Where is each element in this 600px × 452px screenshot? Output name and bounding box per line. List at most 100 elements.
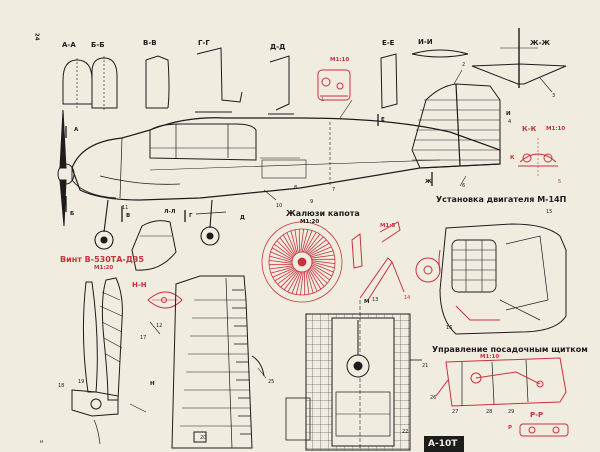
marker-r: Р [508,425,513,431]
louvre-ray [311,254,335,259]
marker-m: М [364,299,370,305]
section-ii [411,49,469,58]
callout-3: 3 [552,93,556,99]
louvre-ray [302,230,313,253]
marker-i: И [506,111,511,117]
callout-26: 26 [430,395,437,401]
louvre-ray [305,271,310,295]
propeller-blade [71,277,123,445]
louvre-ray [308,242,330,256]
caption-flap-control: Управление посадочным щитком [432,345,588,354]
callout-7: 7 [332,187,336,193]
louvre-ray [304,231,317,253]
louvre-ray [274,268,296,282]
footer-code: А-10Т [428,439,458,449]
louvre-ray [310,250,334,258]
callout-5: 5 [558,179,562,185]
section-zh-tail [471,28,567,88]
callout-15: 15 [546,209,553,215]
marker-zh: Ж [425,179,432,185]
callout-9: 9 [310,199,314,205]
callout-17: 17 [140,335,147,341]
louvre-ray [311,262,334,273]
label-scale-louvres: М1:20 [300,219,320,225]
label-scale-flap: М1:10 [480,354,500,360]
section-ll [131,220,177,271]
label-section-ii: И-И [418,38,433,46]
callout-25: 25 [268,379,275,385]
louvre-ray [280,270,298,288]
label-section-ee: Е-Е [382,39,395,47]
marker-b: Б [70,211,75,217]
callout-4: 4 [508,119,512,125]
vertical-tail [411,83,501,169]
louvre-ray [306,236,324,254]
louvre-ray [299,271,304,296]
louvre-ray [295,271,303,295]
label-section-rr: Р-Р [530,411,544,419]
label-section-kk: К-К [522,125,537,133]
leader-lines [129,69,553,413]
label-scale-m1-5: М1:5 [380,223,396,229]
label-scale-top: М1:10 [330,57,350,63]
cowl-louvres [261,221,343,303]
louvre-ray [271,247,293,260]
louvre-ray [305,234,321,254]
label-scale-kk: М1:10 [546,126,566,132]
louvre-ray [300,228,305,253]
louvre-ray [311,261,335,269]
louvre-ray [277,269,297,285]
label-section-bb: Б-Б [91,41,105,49]
marker-v: В [126,213,131,219]
louvre-ray [306,270,314,294]
footer-code-block [424,436,464,452]
callout-28: 28 [486,409,493,415]
louvre-ray [286,232,297,255]
callout-8: 8 [294,185,298,191]
section-ee [380,53,398,109]
section-nn [147,291,183,309]
louvre-ray [276,240,294,258]
propeller-side [57,109,75,227]
callout-1: 1 [321,97,325,103]
corner-mark: н [40,439,44,445]
louvre-ray [287,271,300,293]
callout-29: 29 [508,409,515,415]
fuselage-side-view [71,117,501,201]
label-section-aa: А-А [62,41,76,49]
louvre-ray [294,229,299,253]
landing-gear [94,199,227,250]
detail-m1-10-top [317,69,351,101]
engine-mount [415,223,567,335]
louvre-ray [307,239,327,255]
marker-e: Е [381,117,385,123]
caption-propeller: Винт В-530ТА-Д35 [60,255,144,264]
marker-a: А [74,127,79,133]
louvre-ray [279,237,295,257]
callout-19: 19 [78,379,85,385]
marker-d: Д [240,215,245,221]
callout-22: 22 [402,429,409,435]
marker-g: Г [189,213,193,219]
caption-louvres: Жалюзи капота [286,209,360,218]
callout-2: 2 [462,62,466,68]
callout-21: 21 [422,363,429,369]
louvre-ray [307,269,318,292]
callout-27: 27 [452,409,459,415]
louvre-ray [283,270,299,290]
section-bb [91,56,118,110]
label-section-zh: Ж-Ж [530,39,551,47]
callout-18: 18 [58,383,65,389]
marker-k: К [510,155,515,161]
louvre-ray [309,246,332,257]
section-rr [519,423,569,437]
flap-control [435,357,567,407]
louvre-ray [311,264,333,277]
louvre-ray [274,243,294,259]
callout-14: 14 [404,295,411,301]
section-cut-lines [65,114,433,222]
louvre-ray [310,266,328,284]
louvre-ray [272,267,295,278]
